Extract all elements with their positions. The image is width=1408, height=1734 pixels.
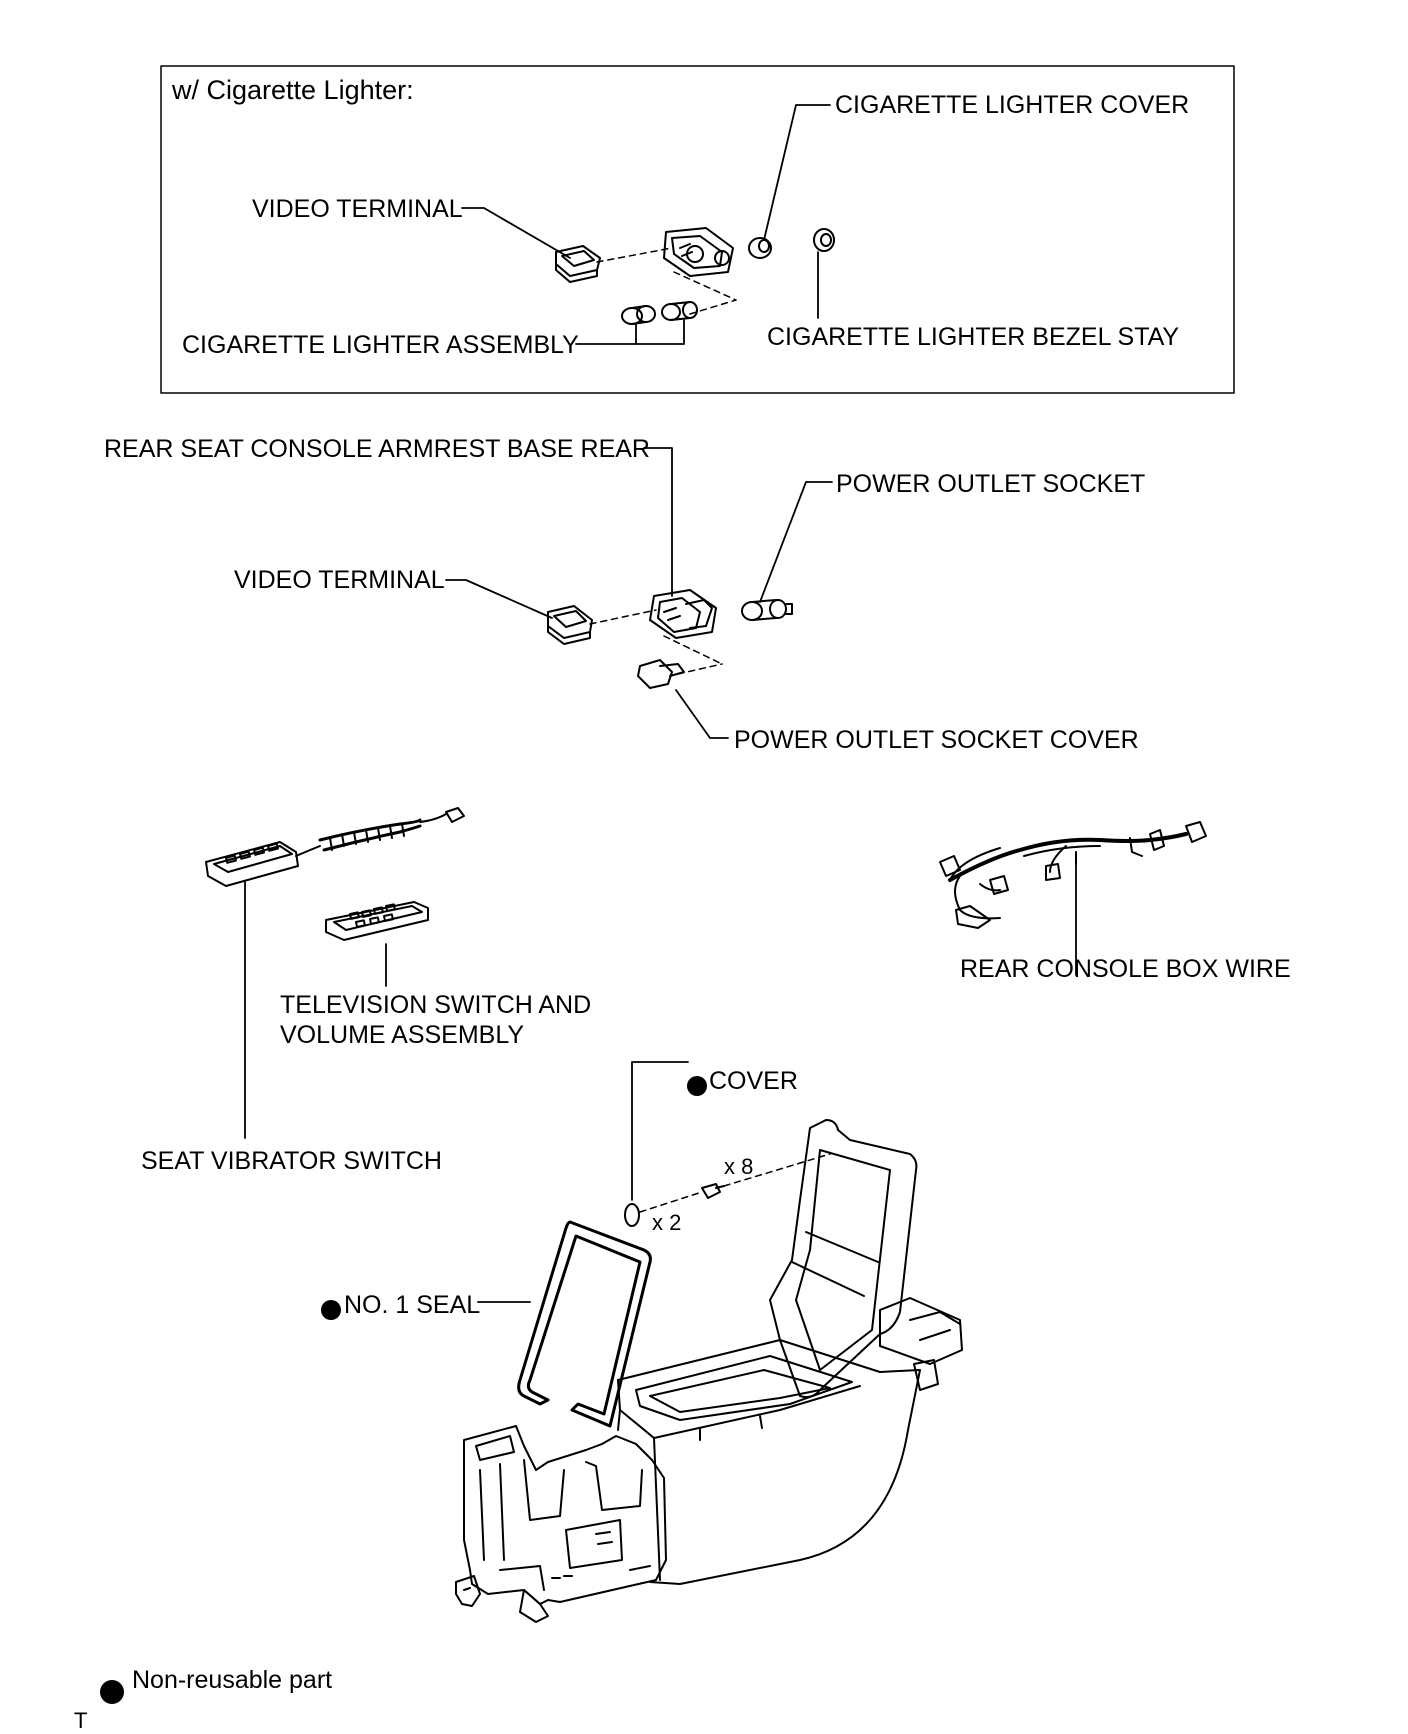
no1-seal-part	[517, 1220, 652, 1428]
inset-dashed-lines	[596, 247, 737, 315]
screw	[701, 1183, 725, 1199]
inset-bezel-stay	[813, 228, 835, 252]
inset-label-bezel-stay: CIGARETTE LIGHTER BEZEL STAY	[767, 323, 1180, 351]
inset-label-lighter-cover: CIGARETTE LIGHTER COVER	[835, 91, 1190, 119]
seat-vibrator-switch-part	[205, 807, 465, 887]
cover-bullet	[687, 1076, 707, 1096]
corner-mark: T	[74, 1708, 88, 1733]
inset-leader-lines	[461, 104, 831, 345]
switch-leader-lines	[244, 881, 387, 1139]
cover-plug	[624, 1061, 689, 1227]
inset-lighter-bezel	[663, 227, 734, 277]
power-outlet-socket-part	[741, 599, 793, 621]
label-cover: COVER	[709, 1067, 798, 1095]
label-no1-seal: NO. 1 SEAL	[344, 1291, 481, 1319]
rear-console-box-wire-part	[939, 821, 1207, 976]
inset-lighter-cover	[748, 237, 772, 259]
label-armrest-base-rear: REAR SEAT CONSOLE ARMREST BASE REAR	[104, 435, 650, 463]
label-power-outlet-socket: POWER OUTLET SOCKET	[836, 470, 1146, 498]
seal-bullet	[321, 1300, 341, 1320]
armrest-leader-lines	[445, 447, 833, 739]
label-seat-vibrator-switch: SEAT VIBRATOR SWITCH	[141, 1147, 442, 1175]
tv-switch-part	[325, 901, 429, 941]
console-box-body	[455, 1119, 963, 1623]
inset-label-video-terminal: VIDEO TERMINAL	[252, 195, 463, 223]
armrest-base-rear-part	[649, 589, 717, 639]
label-qty-x2: x 2	[652, 1210, 682, 1235]
inset-title: w/ Cigarette Lighter:	[172, 75, 414, 105]
inset-lighter-assembly-a	[621, 305, 656, 325]
legend-non-reusable: Non-reusable part	[132, 1666, 333, 1694]
label-rear-console-box-wire: REAR CONSOLE BOX WIRE	[960, 955, 1291, 983]
cover-dashed-lines	[639, 1153, 831, 1213]
armrest-dashed-lines	[589, 609, 723, 675]
bullet-markers	[100, 1076, 707, 1704]
inset-video-terminal	[555, 245, 601, 283]
label-power-outlet-cover: POWER OUTLET SOCKET COVER	[734, 726, 1139, 754]
label-qty-x8: x 8	[724, 1154, 754, 1179]
label-video-terminal: VIDEO TERMINAL	[234, 566, 445, 594]
inset-label-lighter-assembly: CIGARETTE LIGHTER ASSEMBLY	[182, 331, 579, 359]
label-tv-switch-line1: TELEVISION SWITCH AND	[280, 991, 592, 1019]
inset-frame	[160, 65, 1235, 394]
inset-lighter-assembly-b	[661, 301, 698, 321]
legend-bullet	[100, 1680, 124, 1704]
label-tv-switch-line2: VOLUME ASSEMBLY	[280, 1021, 525, 1049]
video-terminal-part	[547, 605, 593, 645]
power-outlet-cover-part	[637, 659, 685, 689]
